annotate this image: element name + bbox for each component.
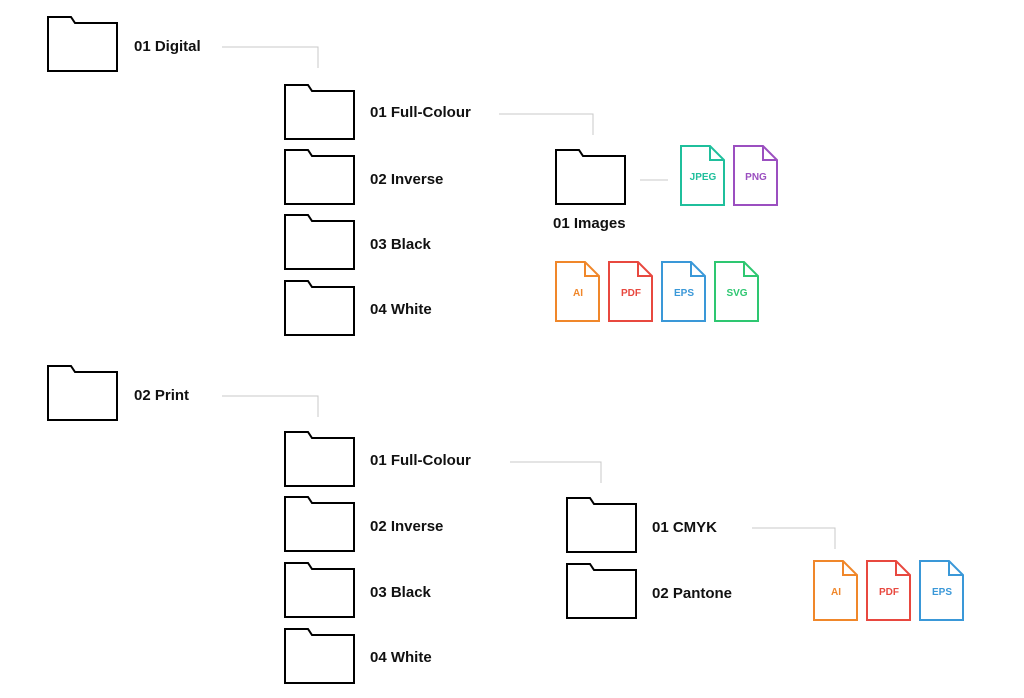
file-icon-pdf-cmyk-label: PDF <box>879 587 899 598</box>
connector-print <box>222 395 319 417</box>
folder-label-digital-inverse: 02 Inverse <box>370 171 444 188</box>
folder-icon-images <box>555 149 626 205</box>
connectors <box>222 46 836 549</box>
folder-label-print-white: 04 White <box>370 649 432 666</box>
folder-icon-digital-child-4 <box>284 280 355 336</box>
folder-label-print-inverse: 02 Inverse <box>370 518 444 535</box>
file-icon-png-images: PNG <box>733 145 778 206</box>
folder-icon-cmyk <box>566 497 637 553</box>
folder-label-print-black: 03 Black <box>370 584 431 601</box>
folder-label-digital-full-colour: 01 Full-Colour <box>370 104 471 121</box>
folders <box>47 16 637 684</box>
folder-icon-print-child-4 <box>284 628 355 684</box>
folder-icon-digital-child-1 <box>284 84 355 140</box>
connector-digital-full-colour <box>499 113 594 135</box>
folder-icon-print <box>47 365 118 421</box>
file-icon-eps-digital-label: EPS <box>674 288 694 299</box>
file-icon-pdf-digital-label: PDF <box>621 288 641 299</box>
folder-icon-digital-child-3 <box>284 214 355 270</box>
connector-print-full-colour <box>510 461 602 483</box>
file-icon-ai-digital: AI <box>555 261 600 322</box>
file-icon-pdf-digital: PDF <box>608 261 653 322</box>
file-icon-png-images-label: PNG <box>745 172 767 183</box>
folder-label-cmyk: 01 CMYK <box>652 519 718 536</box>
folder-label-print: 02 Print <box>134 387 190 404</box>
folder-icon-digital-child-2 <box>284 149 355 205</box>
folder-label-digital: 01 Digital <box>134 38 201 55</box>
connector-digital <box>222 46 319 68</box>
file-icon-jpeg-images-label: JPEG <box>690 172 717 183</box>
file-icon-jpeg-images: JPEG <box>680 145 725 206</box>
file-icon-eps-digital: EPS <box>661 261 706 322</box>
files: JPEG PNG AI PDF EPS SVG AI PDF EPS <box>555 145 964 621</box>
folder-label-images: 01 Images <box>553 215 626 232</box>
folder-label-pantone: 02 Pantone <box>652 585 733 602</box>
file-icon-ai-digital-label: AI <box>573 288 583 299</box>
file-icon-pdf-cmyk: PDF <box>866 560 911 621</box>
folder-label-digital-black: 03 Black <box>370 236 431 253</box>
folder-label-print-full-colour: 01 Full-Colour <box>370 452 471 469</box>
folder-label-digital-white: 04 White <box>370 301 432 318</box>
file-icon-ai-cmyk: AI <box>813 560 858 621</box>
folder-icon-print-child-3 <box>284 562 355 618</box>
file-icon-eps-cmyk: EPS <box>919 560 964 621</box>
connector-cmyk <box>752 527 836 549</box>
folder-icon-print-child-1 <box>284 431 355 487</box>
file-icon-svg-digital-label: SVG <box>726 288 747 299</box>
folder-icon-pantone <box>566 563 637 619</box>
file-icon-ai-cmyk-label: AI <box>831 587 841 598</box>
folder-icon-print-child-2 <box>284 496 355 552</box>
folder-icon-digital <box>47 16 118 72</box>
file-icon-eps-cmyk-label: EPS <box>932 587 952 598</box>
file-icon-svg-digital: SVG <box>714 261 759 322</box>
